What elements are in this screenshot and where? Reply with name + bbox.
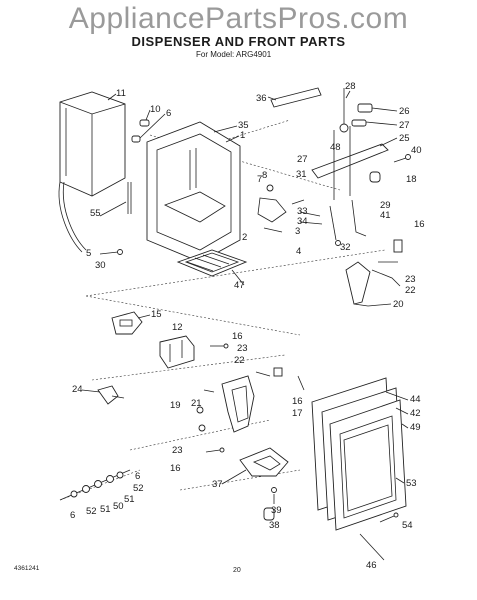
callout-23: 23 bbox=[237, 343, 248, 354]
callout-5: 5 bbox=[86, 248, 91, 259]
part-11-dispenser-housing bbox=[58, 91, 126, 253]
part-12-bracket bbox=[159, 335, 195, 369]
part-47-drip-tray bbox=[176, 249, 248, 277]
callout-11: 11 bbox=[116, 88, 126, 99]
callout-26: 26 bbox=[399, 106, 410, 117]
model-subtitle: For Model: ARG4901 bbox=[196, 50, 272, 59]
callout-30: 30 bbox=[95, 260, 106, 271]
watermark: AppliancePartsPros.com bbox=[68, 2, 409, 35]
callout-55: 55 bbox=[90, 208, 101, 219]
leader-lines bbox=[81, 90, 409, 485]
footer-page-number: 20 bbox=[233, 567, 241, 574]
callout-40: 40 bbox=[411, 145, 422, 156]
callout-20: 20 bbox=[393, 299, 404, 310]
parts-54-46-screws bbox=[359, 512, 399, 561]
callout-18: 18 bbox=[406, 174, 417, 185]
callout-22: 22 bbox=[405, 285, 416, 296]
upper-actuator-assembly bbox=[311, 88, 411, 200]
callout-41: 41 bbox=[380, 210, 391, 221]
callout-51: 51 bbox=[124, 494, 135, 505]
callout-29: 29 bbox=[380, 200, 391, 211]
part-10-6-fittings bbox=[131, 119, 150, 143]
parts-16-23-22-middle bbox=[210, 343, 305, 391]
callout-39: 39 bbox=[271, 505, 282, 516]
callout-54: 54 bbox=[402, 520, 413, 531]
callout-16: 16 bbox=[170, 463, 181, 474]
callout-51: 51 bbox=[100, 504, 111, 515]
callout-4: 4 bbox=[296, 246, 301, 257]
part-5-30-screw bbox=[99, 249, 123, 255]
callout-23: 23 bbox=[405, 274, 416, 285]
callout-35: 35 bbox=[238, 120, 249, 131]
callout-33: 33 bbox=[297, 206, 308, 217]
middle-mechanism bbox=[257, 184, 367, 246]
callout-47: 47 bbox=[234, 280, 245, 291]
callout-16: 16 bbox=[292, 396, 303, 407]
callout-1: 1 bbox=[240, 130, 245, 141]
callout-21: 21 bbox=[191, 398, 202, 409]
footer-part-code: 4361241 bbox=[14, 565, 40, 572]
part-1-dispenser-frame bbox=[146, 121, 241, 263]
callout-6: 6 bbox=[135, 471, 140, 482]
callout-17: 17 bbox=[292, 408, 303, 419]
callout-32: 32 bbox=[340, 242, 351, 253]
callout-46: 46 bbox=[366, 560, 377, 571]
part-55-rod bbox=[127, 182, 132, 214]
callout-6: 6 bbox=[70, 510, 75, 521]
reference-lines bbox=[59, 119, 386, 501]
callout-22: 22 bbox=[234, 355, 245, 366]
callout-27: 27 bbox=[399, 120, 410, 131]
callout-10: 10 bbox=[150, 104, 161, 115]
callout-19: 19 bbox=[170, 400, 181, 411]
callout-23: 23 bbox=[172, 445, 183, 456]
callout-38: 38 bbox=[269, 520, 280, 531]
callout-15: 15 bbox=[151, 309, 162, 320]
callout-42: 42 bbox=[410, 408, 421, 419]
callout-24: 24 bbox=[72, 384, 83, 395]
callout-48: 48 bbox=[330, 142, 341, 153]
callout-16: 16 bbox=[232, 331, 243, 342]
part-20-lever-arm bbox=[345, 261, 371, 307]
callout-44: 44 bbox=[410, 394, 421, 405]
callout-12: 12 bbox=[172, 322, 183, 333]
callout-52: 52 bbox=[133, 483, 144, 494]
callout-25: 25 bbox=[399, 133, 410, 144]
parts-39-38 bbox=[263, 487, 277, 521]
part-16-23-22-bracket bbox=[371, 239, 403, 287]
callout-49: 49 bbox=[410, 422, 421, 433]
callout-2: 2 bbox=[242, 232, 247, 243]
callout-52: 52 bbox=[86, 506, 97, 517]
part-15-switch bbox=[111, 311, 143, 335]
callout-8: 8 bbox=[262, 170, 267, 181]
callout-36: 36 bbox=[256, 93, 267, 104]
part-24-socket bbox=[97, 385, 125, 405]
callout-50: 50 bbox=[113, 501, 124, 512]
part-21-actuator-paddle bbox=[196, 375, 255, 433]
callout-3: 3 bbox=[295, 226, 300, 237]
diagram-title: DISPENSER AND FRONT PARTS bbox=[131, 34, 346, 49]
callout-37: 37 bbox=[212, 479, 223, 490]
callout-6: 6 bbox=[166, 108, 171, 119]
parts-23-16-lower bbox=[198, 424, 225, 453]
part-37-cup bbox=[239, 447, 289, 477]
callout-16: 16 bbox=[414, 219, 425, 230]
callout-7: 7 bbox=[257, 174, 262, 185]
callout-labels: 11 10 6 35 1 36 28 26 27 48 25 27 40 7 8… bbox=[70, 81, 425, 571]
screw-stack-assembly bbox=[59, 469, 131, 501]
callout-34: 34 bbox=[297, 216, 308, 227]
callout-31: 31 bbox=[296, 169, 307, 180]
callout-28: 28 bbox=[345, 81, 356, 92]
parts-44-42-49-front-frames bbox=[311, 377, 407, 531]
callout-53: 53 bbox=[406, 478, 417, 489]
part-36-bar bbox=[270, 87, 322, 108]
callout-27: 27 bbox=[297, 154, 308, 165]
